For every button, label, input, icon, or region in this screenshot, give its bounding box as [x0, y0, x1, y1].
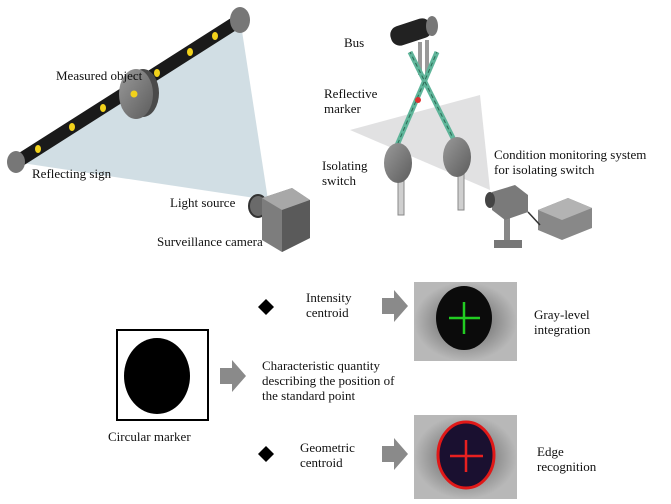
switch-arm-right-edge	[409, 51, 459, 149]
monitoring-camera-lens	[485, 192, 495, 208]
label-circular-marker: Circular marker	[108, 429, 191, 444]
measuring-system-illustration	[7, 7, 310, 252]
arrow-to-characteristic	[220, 360, 246, 392]
isolating-switch-illustration	[350, 16, 592, 248]
measured-object-marker	[130, 90, 138, 98]
label-characteristic-quantity: Characteristic quantity describing the p…	[262, 358, 395, 403]
label-reflecting-sign: Reflecting sign	[32, 166, 112, 181]
bullet-diamond	[258, 299, 274, 315]
surveillance-camera-top	[262, 188, 310, 210]
isolating-switch-disc-left	[384, 143, 412, 183]
label-intensity-centroid: Intensity centroid	[306, 290, 352, 320]
label-reflective-marker: Reflective marker	[324, 86, 378, 116]
bullet-diamond	[258, 446, 274, 462]
surveillance-camera-front	[282, 200, 310, 252]
bus-bar-end	[426, 16, 438, 36]
label-edge-recognition: Edge recognition	[537, 444, 597, 474]
label-condition-monitoring: Condition monitoring system for isolatin…	[494, 147, 647, 177]
label-measured-object: Measured object	[56, 68, 143, 83]
arrow-to-intensity-image	[382, 290, 408, 322]
label-isolating-switch: Isolating switch	[322, 158, 368, 188]
label-bus: Bus	[344, 35, 365, 50]
monitoring-camera-body	[492, 185, 528, 220]
rod-end-cap-left	[7, 151, 25, 173]
rod-end-cap-right	[230, 7, 250, 33]
reflector-dot	[154, 69, 160, 77]
marker-processing-illustration	[116, 282, 517, 499]
monitoring-control-box-top	[538, 198, 592, 220]
monitoring-cable	[527, 211, 541, 226]
reflector-dot	[35, 145, 41, 153]
switch-arm-left-edge	[394, 51, 438, 151]
reflector-dot	[212, 32, 218, 40]
label-gray-level-integration: Gray-level integration	[534, 307, 591, 337]
label-geometric-centroid: Geometric centroid	[300, 440, 355, 470]
label-surveillance-camera: Surveillance camera	[157, 234, 263, 249]
label-light-source: Light source	[170, 195, 236, 210]
arrow-to-geometric-image	[382, 438, 408, 470]
monitoring-camera-base	[494, 240, 522, 248]
monitoring-camera-post	[504, 210, 510, 242]
reflector-dot	[69, 123, 75, 131]
circular-marker-dot	[124, 338, 190, 414]
reflective-marker-dot	[415, 97, 421, 103]
reflector-dot	[100, 104, 106, 112]
reflector-dot	[187, 48, 193, 56]
isolating-switch-disc-right	[443, 137, 471, 177]
bus-bar	[390, 18, 432, 46]
